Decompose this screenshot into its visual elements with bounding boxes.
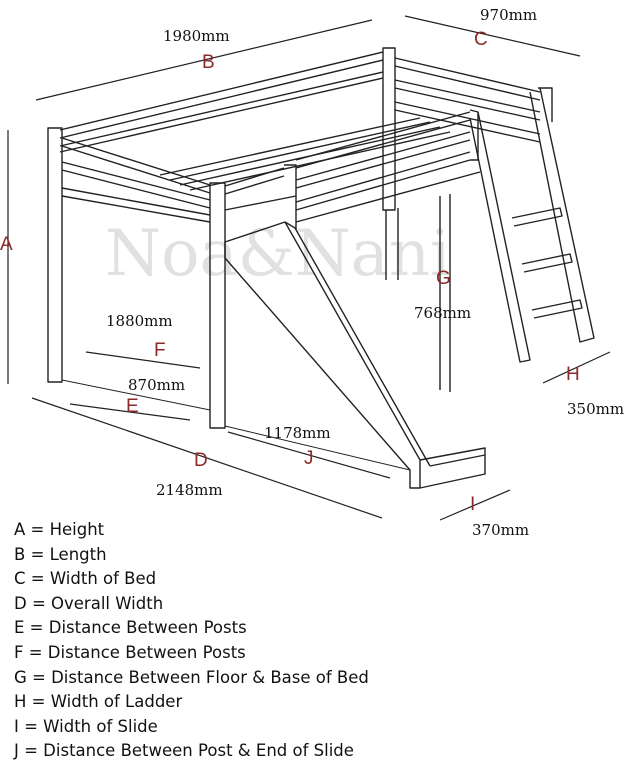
dimension-value-h: 350mm [567, 400, 624, 418]
legend-item-b: B = Length [14, 544, 107, 564]
dimension-value-e: 870mm [128, 376, 185, 394]
watermark-logo: Noa&Nani [105, 217, 451, 291]
dimension-letter-h: H [566, 364, 580, 385]
dimension-value-f: 1880mm [106, 312, 173, 330]
bed-line-art [47, 47, 595, 489]
dimension-letter-i: I [470, 494, 475, 515]
dimension-letter-c: C [474, 29, 488, 50]
dimension-letter-b: B [202, 52, 215, 73]
dimension-letter-j: J [304, 448, 314, 469]
dimension-letter-d: D [194, 450, 208, 471]
dimension-letter-e: E [126, 396, 139, 417]
dimension-value-b: 1980mm [163, 27, 230, 45]
legend-item-a: A = Height [14, 520, 105, 539]
dimension-lines [7, 15, 611, 521]
dimension-value-j: 1178mm [264, 424, 331, 442]
dimension-value-i: 370mm [472, 521, 529, 539]
legend-item-d: D = Overall Width [14, 593, 164, 613]
dimension-legend: A = Height B = Length C = Width of Bed D… [14, 518, 369, 764]
legend-item-h: H = Width of Ladder [14, 692, 183, 712]
dimension-value-g: 768mm [414, 304, 471, 322]
legend-item-e: E = Distance Between Posts [14, 618, 247, 638]
dimension-letters: A B C D E F G H I J [0, 29, 580, 515]
dimension-value-d: 2148mm [156, 481, 223, 499]
dimension-letter-f: F [154, 340, 166, 361]
legend-item-j: J = Distance Between Post & End of Slide [14, 741, 354, 761]
legend-item-i: I = Width of Slide [14, 716, 158, 736]
dimension-letter-a: A [0, 234, 13, 255]
dimension-values: 1980mm 970mm 1880mm 768mm 870mm 350mm 11… [106, 6, 624, 539]
dimension-value-c: 970mm [480, 6, 537, 24]
legend-item-g: G = Distance Between Floor & Base of Bed [14, 667, 369, 687]
legend-item-f: F = Distance Between Posts [14, 642, 246, 662]
dimension-letter-g: G [436, 268, 451, 289]
legend-item-c: C = Width of Bed [14, 569, 157, 589]
